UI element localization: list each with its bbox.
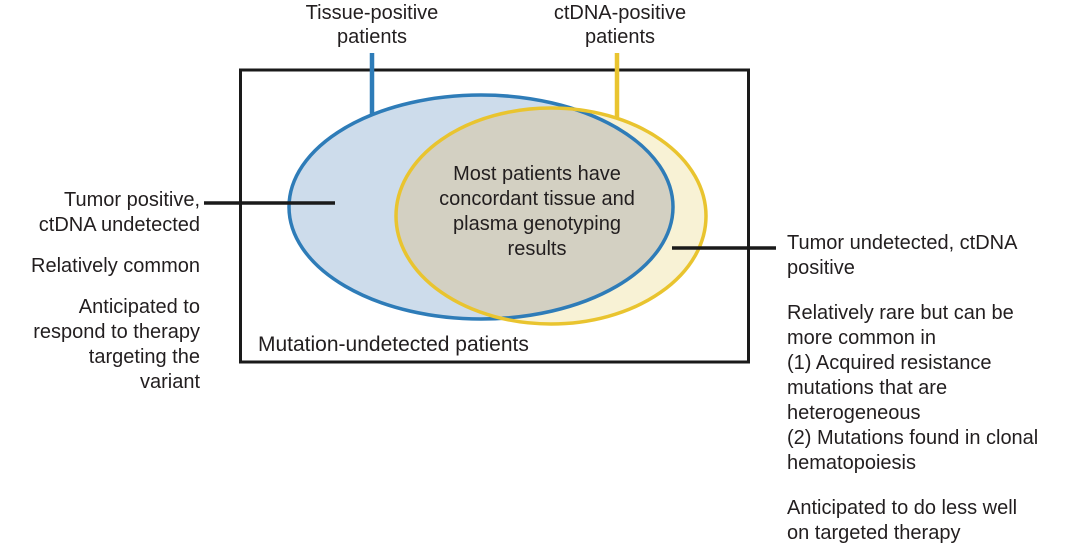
right-annotation-note-rare: Relatively rare but can be more common i… <box>787 302 1039 474</box>
overlap-region <box>396 108 673 319</box>
right-annotation-note-therapy: Anticipated to do less well on targeted … <box>787 497 1018 544</box>
left-annotation-note-therapy: Anticipated to respond to therapy target… <box>33 296 200 393</box>
right-annotation-title: Tumor undetected, ctDNA positive <box>787 232 1018 279</box>
mutation-undetected-label: Mutation-undetected patients <box>258 333 529 356</box>
left-annotation-block: Tumor positive, ctDNA undetected Relativ… <box>0 188 200 411</box>
ctdna-ellipse-outline <box>394 106 708 326</box>
ctdna-positive-label: ctDNA-positive patients <box>553 2 687 48</box>
tissue-ellipse-outline <box>287 93 675 321</box>
left-annotation-note-common: Relatively common <box>31 255 200 277</box>
overlap-concordant-label: Most patients have concordant tissue and… <box>439 163 635 260</box>
mutation-undetected-box <box>239 68 750 364</box>
tissue-positive-label: Tissue-positive patients <box>305 2 439 48</box>
overlap-region-fill <box>396 108 673 319</box>
left-annotation-title: Tumor positive, ctDNA undetected <box>38 189 200 236</box>
right-annotation-block: Tumor undetected, ctDNA positive Relativ… <box>787 231 1080 545</box>
